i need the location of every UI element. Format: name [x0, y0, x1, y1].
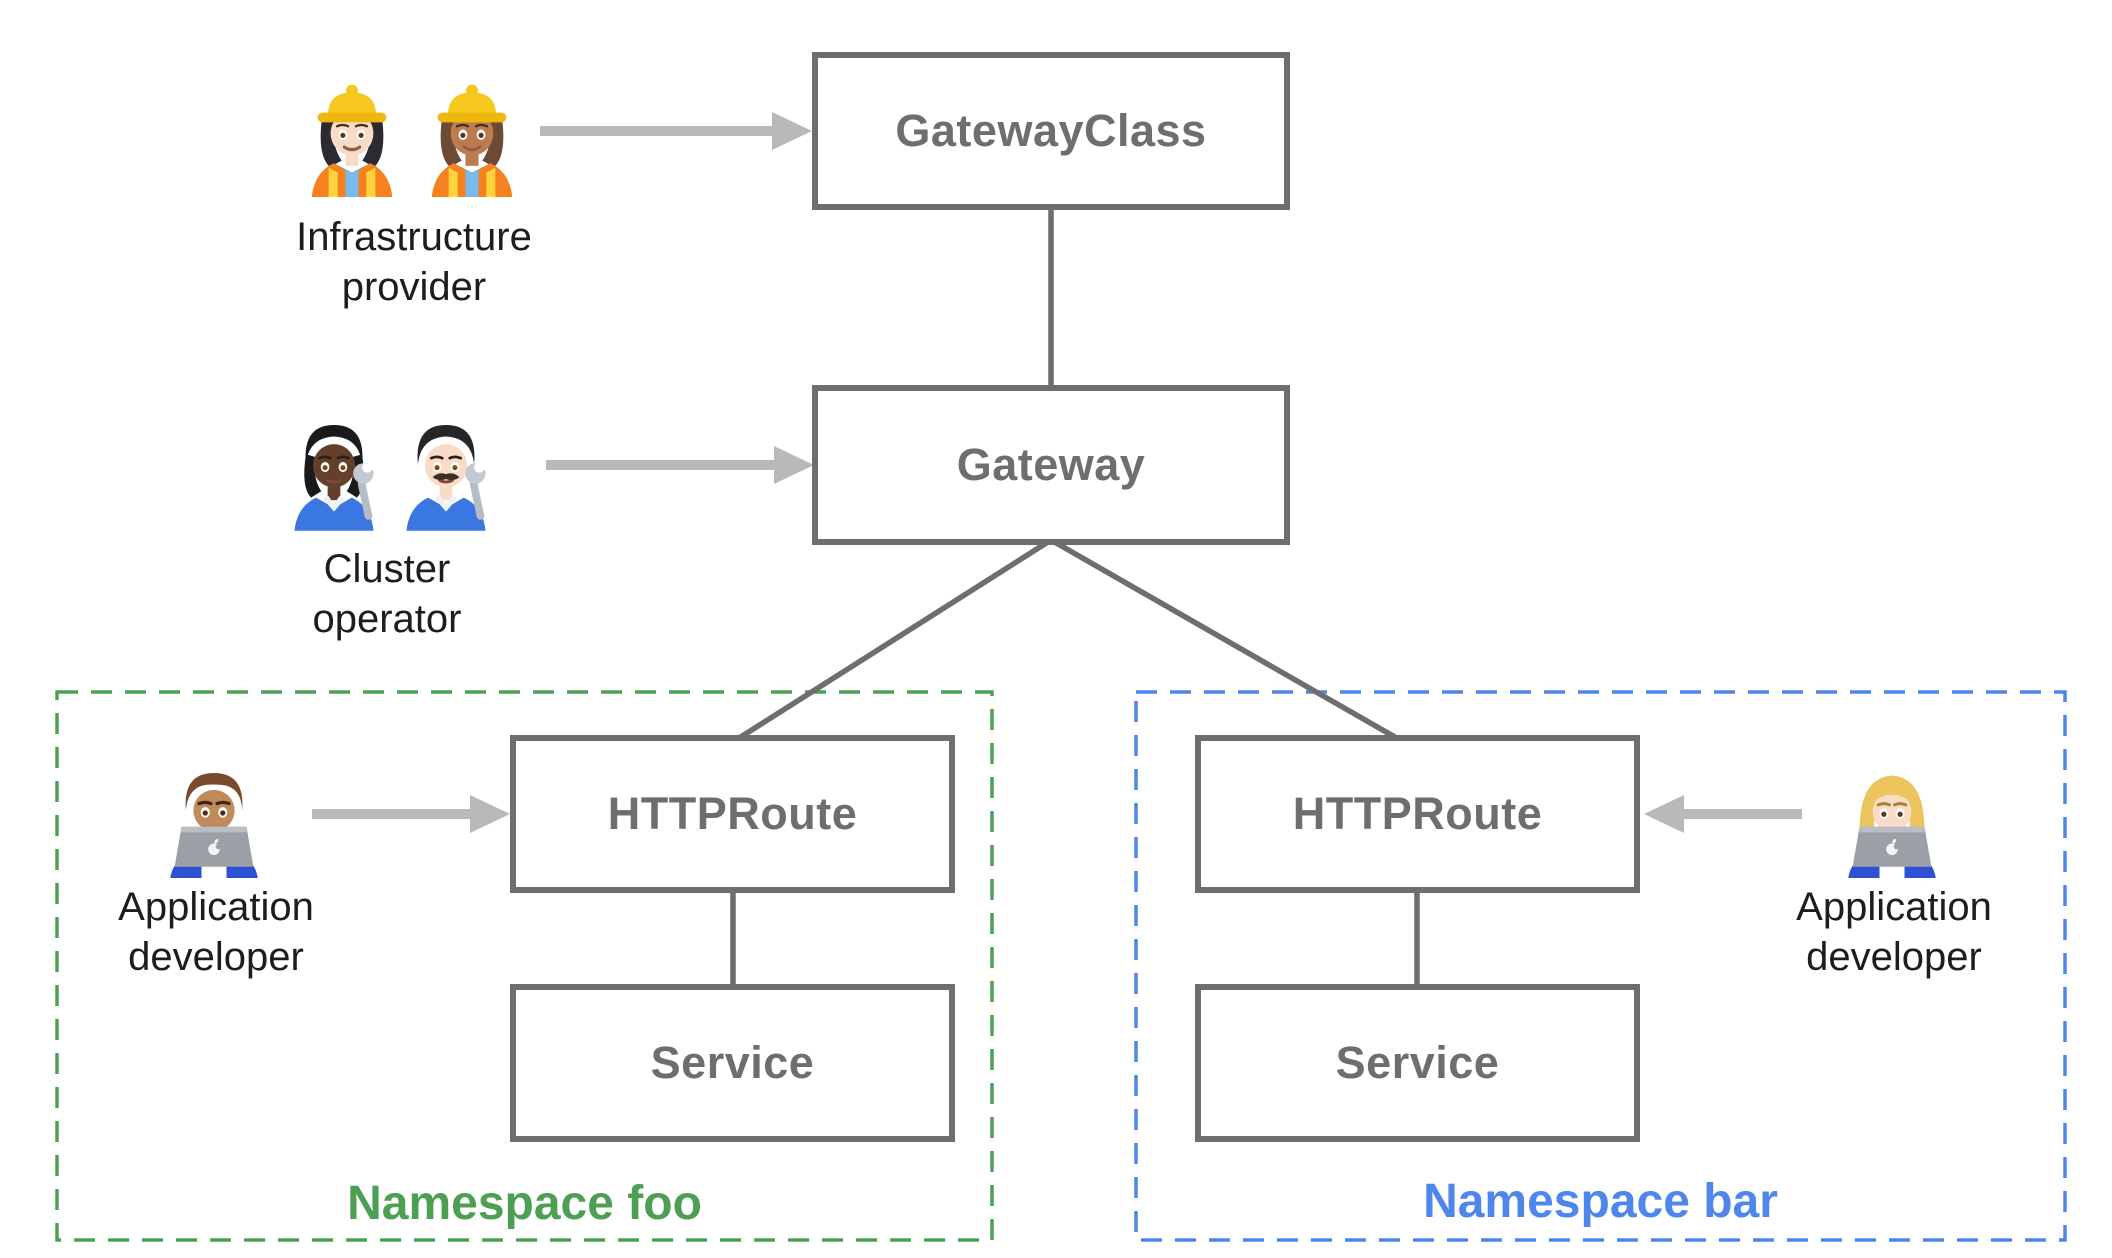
httproute-bar-node: HTTPRoute [1195, 735, 1640, 893]
namespace-foo-label: Namespace foo [347, 1177, 702, 1230]
gatewayclass-node: GatewayClass [812, 52, 1290, 210]
gateway-label: Gateway [956, 439, 1146, 490]
cluster-operator-label: Cluster operator [312, 547, 462, 641]
person-mechanic-dark-icon [283, 398, 385, 531]
gatewayclass-label: GatewayClass [895, 105, 1207, 156]
namespace-foo-border [55, 690, 994, 1242]
arrowhead-httproute-foo [470, 795, 510, 833]
service-foo-label: Service [650, 1037, 815, 1088]
infrastructure-provider-icons [300, 62, 524, 197]
application-developer-bar-label: Application developer [1796, 885, 1992, 979]
httproute-foo-node: HTTPRoute [510, 735, 955, 893]
man-technologist-icon [160, 748, 268, 878]
arrowhead-httproute-bar [1644, 795, 1684, 833]
woman-technologist-icon [1838, 748, 1946, 878]
infrastructure-provider-label: Infrastructure provider [296, 215, 532, 309]
gateway-node: Gateway [812, 385, 1290, 545]
namespace-bar-label: Namespace bar [1423, 1175, 1778, 1228]
arrowhead-gateway [774, 446, 814, 484]
httproute-foo-label: HTTPRoute [607, 788, 858, 839]
man-mechanic-light-icon [395, 398, 497, 531]
service-bar-node: Service [1195, 984, 1640, 1142]
application-developer-foo-icons [160, 748, 268, 878]
application-developer-foo-label: Application developer [118, 885, 314, 979]
connector-gateway-httproute-foo [734, 537, 1053, 743]
connector-gateway-httproute-bar [1049, 537, 1402, 743]
httproute-bar-label: HTTPRoute [1292, 788, 1543, 839]
arrowhead-gatewayclass [772, 112, 812, 150]
cluster-operator-icons [283, 398, 497, 531]
namespace-bar-border [1134, 690, 2067, 1242]
woman-construction-worker-light-icon [300, 62, 404, 197]
woman-construction-worker-medium-icon [420, 62, 524, 197]
service-bar-label: Service [1335, 1037, 1500, 1088]
application-developer-bar-icons [1838, 748, 1946, 878]
service-foo-node: Service [510, 984, 955, 1142]
